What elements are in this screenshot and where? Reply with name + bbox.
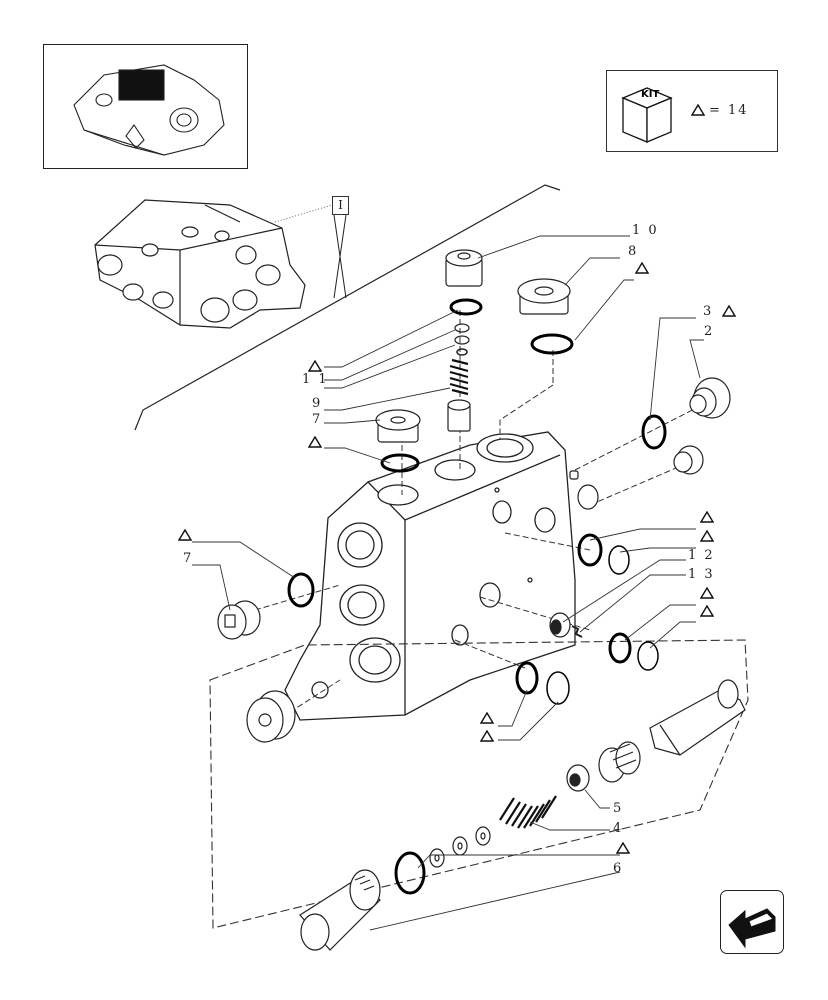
parts-12-13 (549, 612, 583, 638)
small-valve-assembly (94, 199, 306, 329)
washers (429, 826, 491, 868)
callout-11: 1 1 (302, 372, 329, 387)
plug-10 (445, 249, 483, 287)
callout-3: 3 (703, 304, 714, 319)
reference-label: I (332, 196, 349, 215)
callout-5: 5 (613, 801, 624, 816)
spring-4 (499, 795, 557, 829)
plug-7-top (375, 409, 421, 443)
callout-10: 1 0 (632, 223, 659, 238)
fitting-right (569, 445, 704, 510)
kit-legend: KIT = 14 (606, 70, 778, 152)
triangle-icon (691, 104, 705, 116)
valve-body (284, 431, 576, 721)
plug-2 (689, 377, 731, 419)
plug-7-left (217, 600, 261, 640)
thumbnail-drawing (73, 64, 225, 156)
callout-9: 9 (312, 396, 323, 411)
thumbnail-box (43, 44, 248, 169)
callout-4: 4 (613, 821, 624, 836)
plug-lower-left (246, 690, 296, 743)
callout-2: 2 (704, 324, 715, 339)
callout-8: 8 (628, 244, 639, 259)
spring-9 (449, 358, 469, 396)
kit-count: = 14 (709, 103, 749, 118)
callout-13: 1 3 (688, 567, 715, 582)
leader-lines (192, 235, 704, 931)
cube-icon (621, 87, 673, 143)
end-cap (299, 869, 381, 951)
separator-line (134, 184, 561, 431)
cartridge-enclosure (209, 639, 749, 929)
callout-7-top: 7 (312, 412, 323, 427)
callout-7-left: 7 (183, 551, 194, 566)
sleeve (447, 399, 471, 432)
callout-6: 6 (613, 861, 624, 876)
adjuster (566, 741, 641, 792)
callout-12: 1 2 (688, 548, 715, 563)
plug-8 (517, 278, 571, 315)
o-rings-side (287, 533, 659, 705)
kit-label: KIT (641, 89, 660, 100)
arrow-icon (728, 908, 776, 949)
spool (649, 679, 746, 756)
navigation-button[interactable] (720, 890, 784, 954)
